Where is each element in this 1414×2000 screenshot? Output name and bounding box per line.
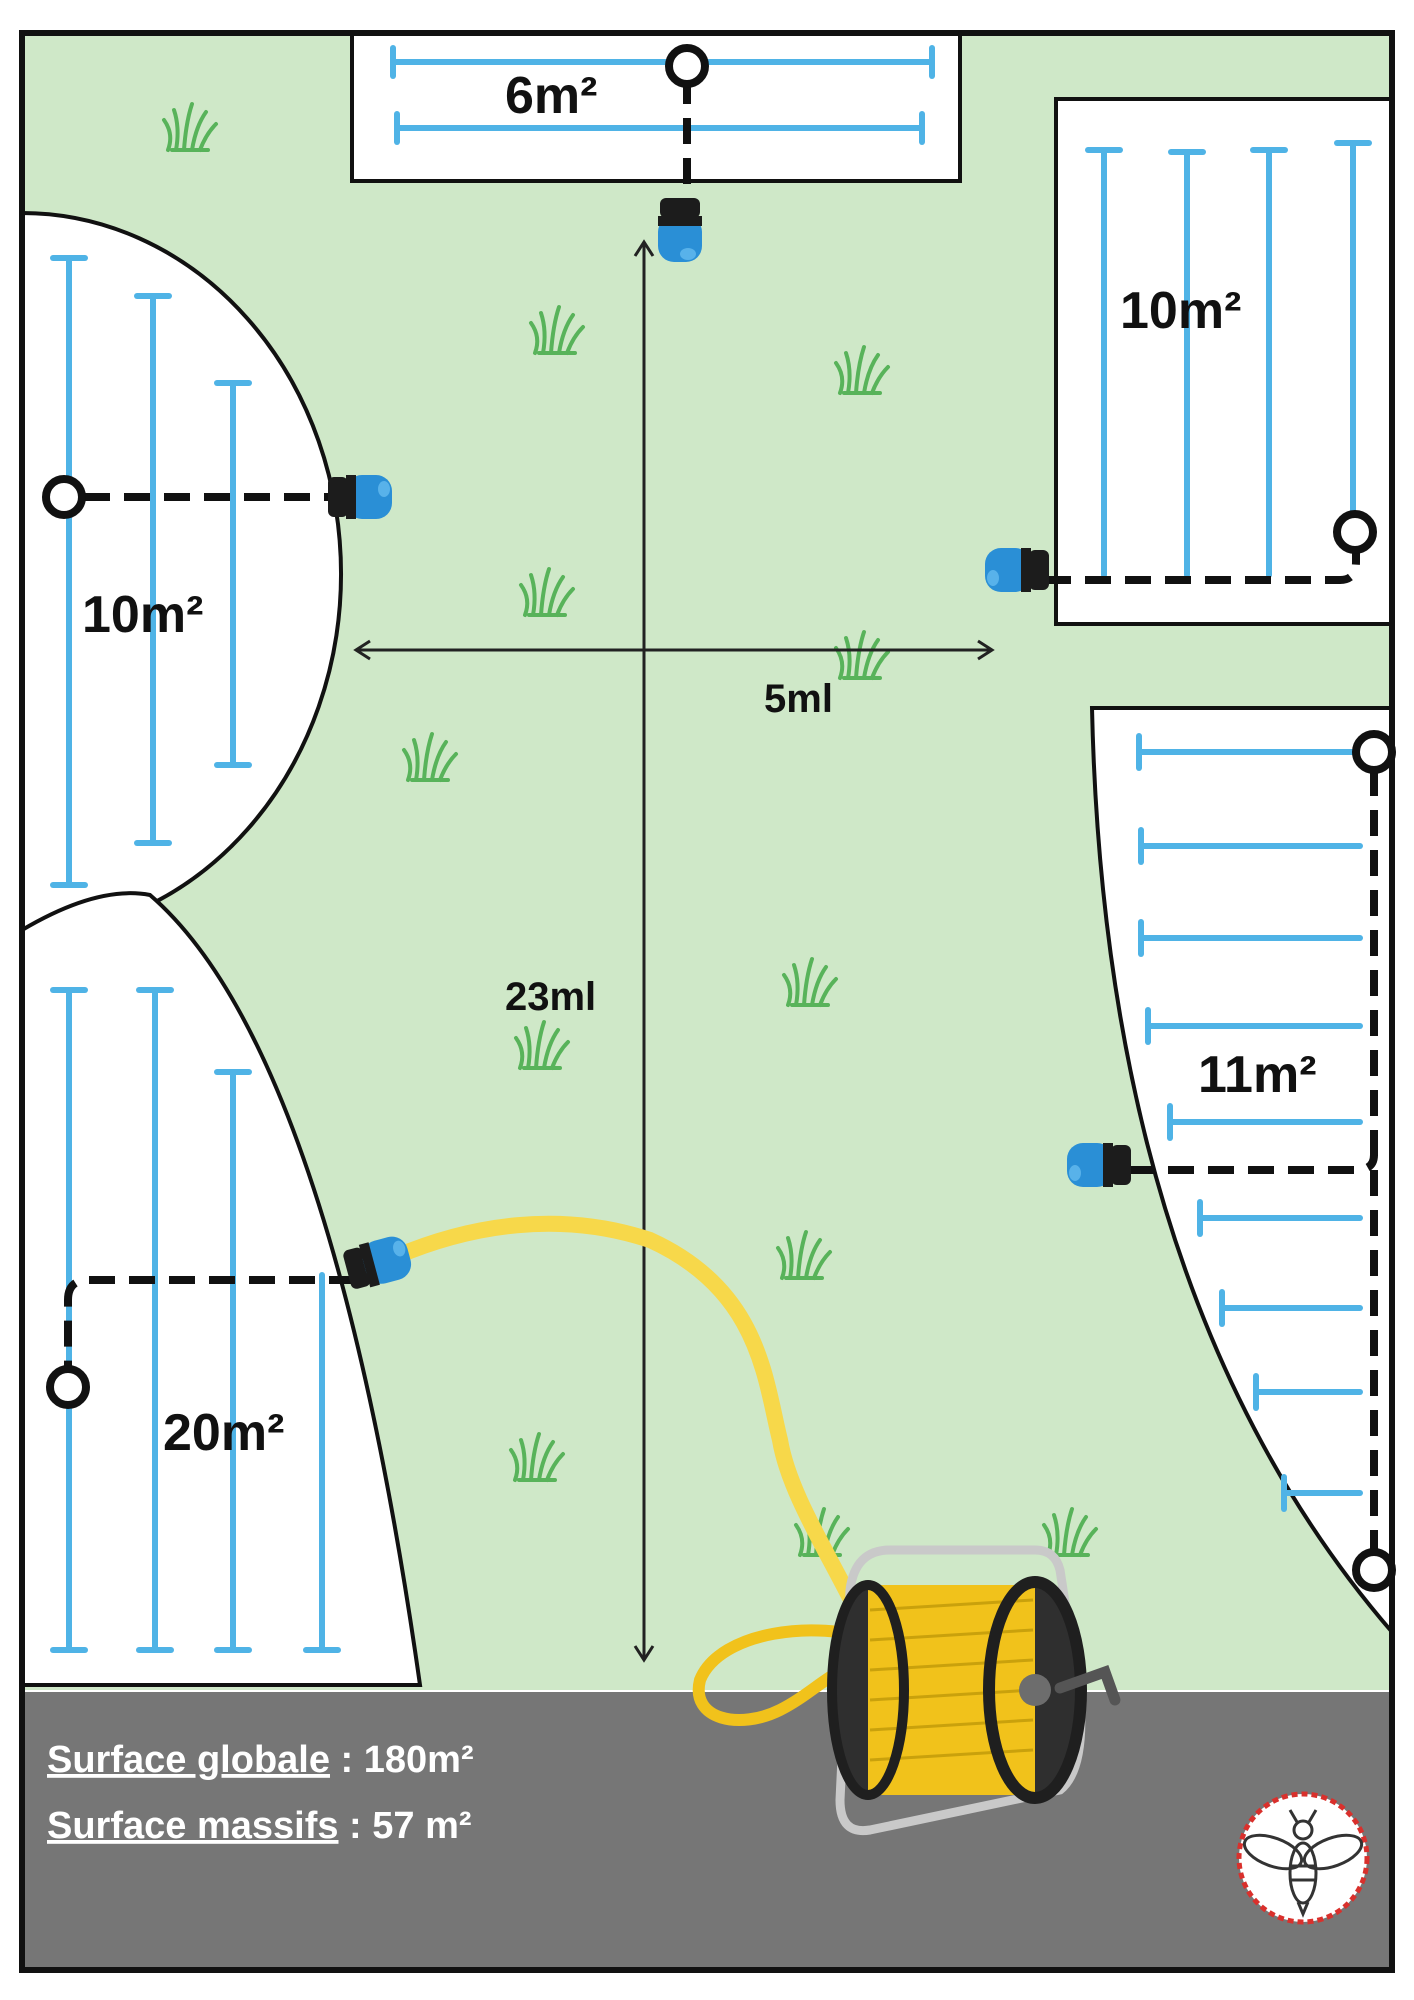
end-cap-icon <box>42 475 86 519</box>
bed-top: 6m² <box>350 31 962 192</box>
plan-frame <box>19 30 1395 1973</box>
vertical-dimension-label: 23ml <box>505 975 596 1019</box>
legend-global-surface: Surface globale : 180m² <box>47 1739 474 1781</box>
end-cap-icon <box>1352 730 1396 774</box>
legend-massifs-surface: Surface massifs : 57 m² <box>47 1805 472 1847</box>
hose-reel-icon <box>827 1545 1121 1836</box>
bee-logo-icon <box>1236 1791 1370 1925</box>
legend-global-value: : 180m² <box>330 1739 474 1781</box>
bed-left-semicircle: 10m² <box>20 210 344 938</box>
bed-bottom-left: 20m² <box>20 891 423 1687</box>
quick-connector-icon <box>658 198 702 262</box>
legend-massifs-label: Surface massifs <box>47 1805 339 1847</box>
quick-connector-icon <box>985 548 1049 592</box>
dimension-lines <box>353 239 995 1663</box>
end-cap-icon <box>665 44 709 88</box>
bed-right-curve-area-label: 11m² <box>1198 1046 1317 1104</box>
legend-massifs-value: : 57 m² <box>339 1805 472 1847</box>
bed-bottom-left-area-label: 20m² <box>163 1404 284 1462</box>
bed-right-curve: 11m² <box>1089 706 1396 1638</box>
bed-top-right: 10m² <box>1045 97 1394 626</box>
quick-connector-icon <box>1067 1143 1131 1187</box>
bed-left-semicircle-area-label: 10m² <box>82 586 203 644</box>
bed-top-area-label: 6m² <box>505 67 597 125</box>
end-cap-icon <box>1333 510 1377 554</box>
garden-hose <box>387 1215 878 1648</box>
end-cap-icon <box>46 1365 90 1409</box>
horizontal-dimension-label: 5ml <box>764 677 833 721</box>
terrace-area <box>22 1692 1392 1970</box>
end-cap-icon <box>1352 1548 1396 1592</box>
bed-top-right-area-label: 10m² <box>1120 282 1241 340</box>
legend-global-label: Surface globale <box>47 1739 330 1781</box>
quick-connector-icon <box>328 475 392 519</box>
